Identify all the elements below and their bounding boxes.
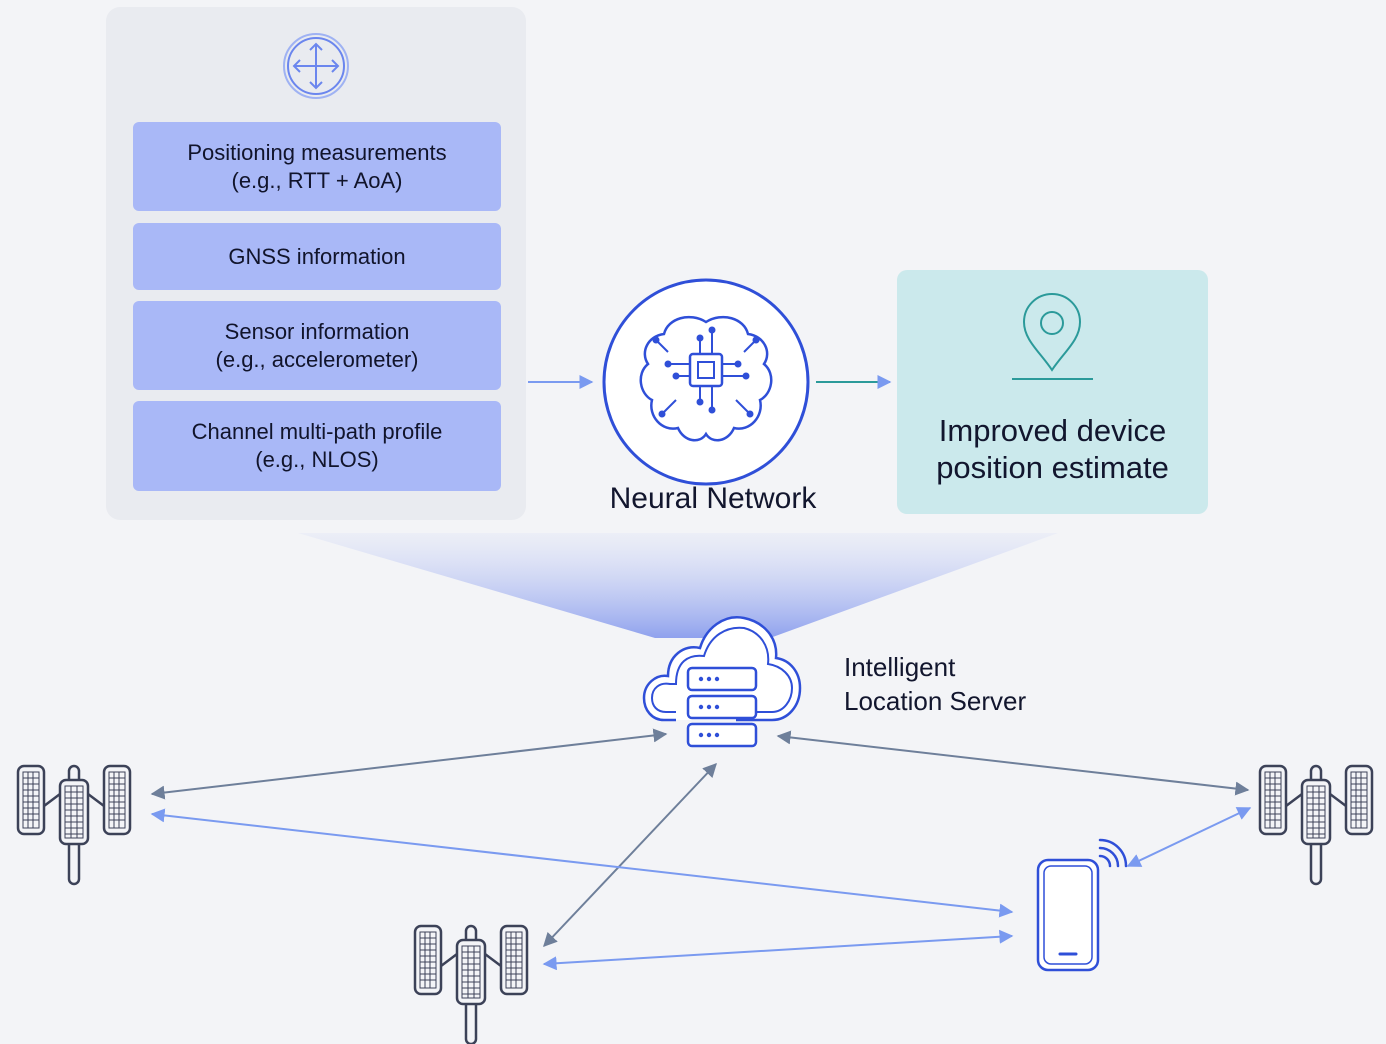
input-card-title: Channel multi-path profile (191, 419, 443, 444)
input-card-channel-profile: Channel multi-path profile (e.g., NLOS) (133, 401, 501, 491)
data-beam (298, 533, 1058, 638)
link-server-bottom-tower (543, 762, 717, 948)
brain-chip-icon (602, 278, 810, 486)
input-card-subtitle: (e.g., accelerometer) (215, 346, 419, 372)
link-server-left-tower (150, 728, 668, 800)
output-label-line2: position estimate (936, 450, 1169, 485)
neural-network-label: Neural Network (609, 482, 817, 515)
input-card-title: Positioning measurements (187, 139, 447, 165)
input-card-subtitle: (e.g., NLOS) (255, 447, 379, 472)
cloud-server-icon (642, 616, 802, 748)
input-card-sensor: Sensor information (e.g., accelerometer) (133, 301, 501, 390)
link-device-bottom-tower (542, 929, 1014, 971)
input-card-gnss: GNSS information (133, 223, 501, 290)
link-server-right-tower (776, 730, 1250, 796)
location-pin-icon (1012, 293, 1093, 380)
cell-tower-icon (1258, 764, 1374, 886)
smartphone-icon (1036, 838, 1128, 972)
server-label-line2: Location Server (844, 686, 1027, 716)
server-label: Intelligent Location Server (844, 650, 1026, 718)
server-label-line1: Intelligent (844, 652, 956, 682)
move-arrows-icon (283, 33, 349, 99)
input-card-title: Sensor information (224, 318, 410, 344)
output-label: Improved device position estimate (897, 412, 1208, 486)
cell-tower-icon (413, 924, 529, 1044)
link-device-left-tower (150, 808, 1014, 918)
output-panel (897, 270, 1208, 514)
input-card-subtitle: (e.g., RTT + AoA) (231, 167, 403, 193)
link-device-right-tower (1126, 807, 1252, 867)
input-card-positioning-measurements: Positioning measurements (e.g., RTT + Ao… (133, 122, 501, 211)
input-card-title: GNSS information (228, 243, 406, 269)
output-label-line1: Improved device (938, 413, 1167, 448)
cell-tower-icon (16, 764, 132, 886)
